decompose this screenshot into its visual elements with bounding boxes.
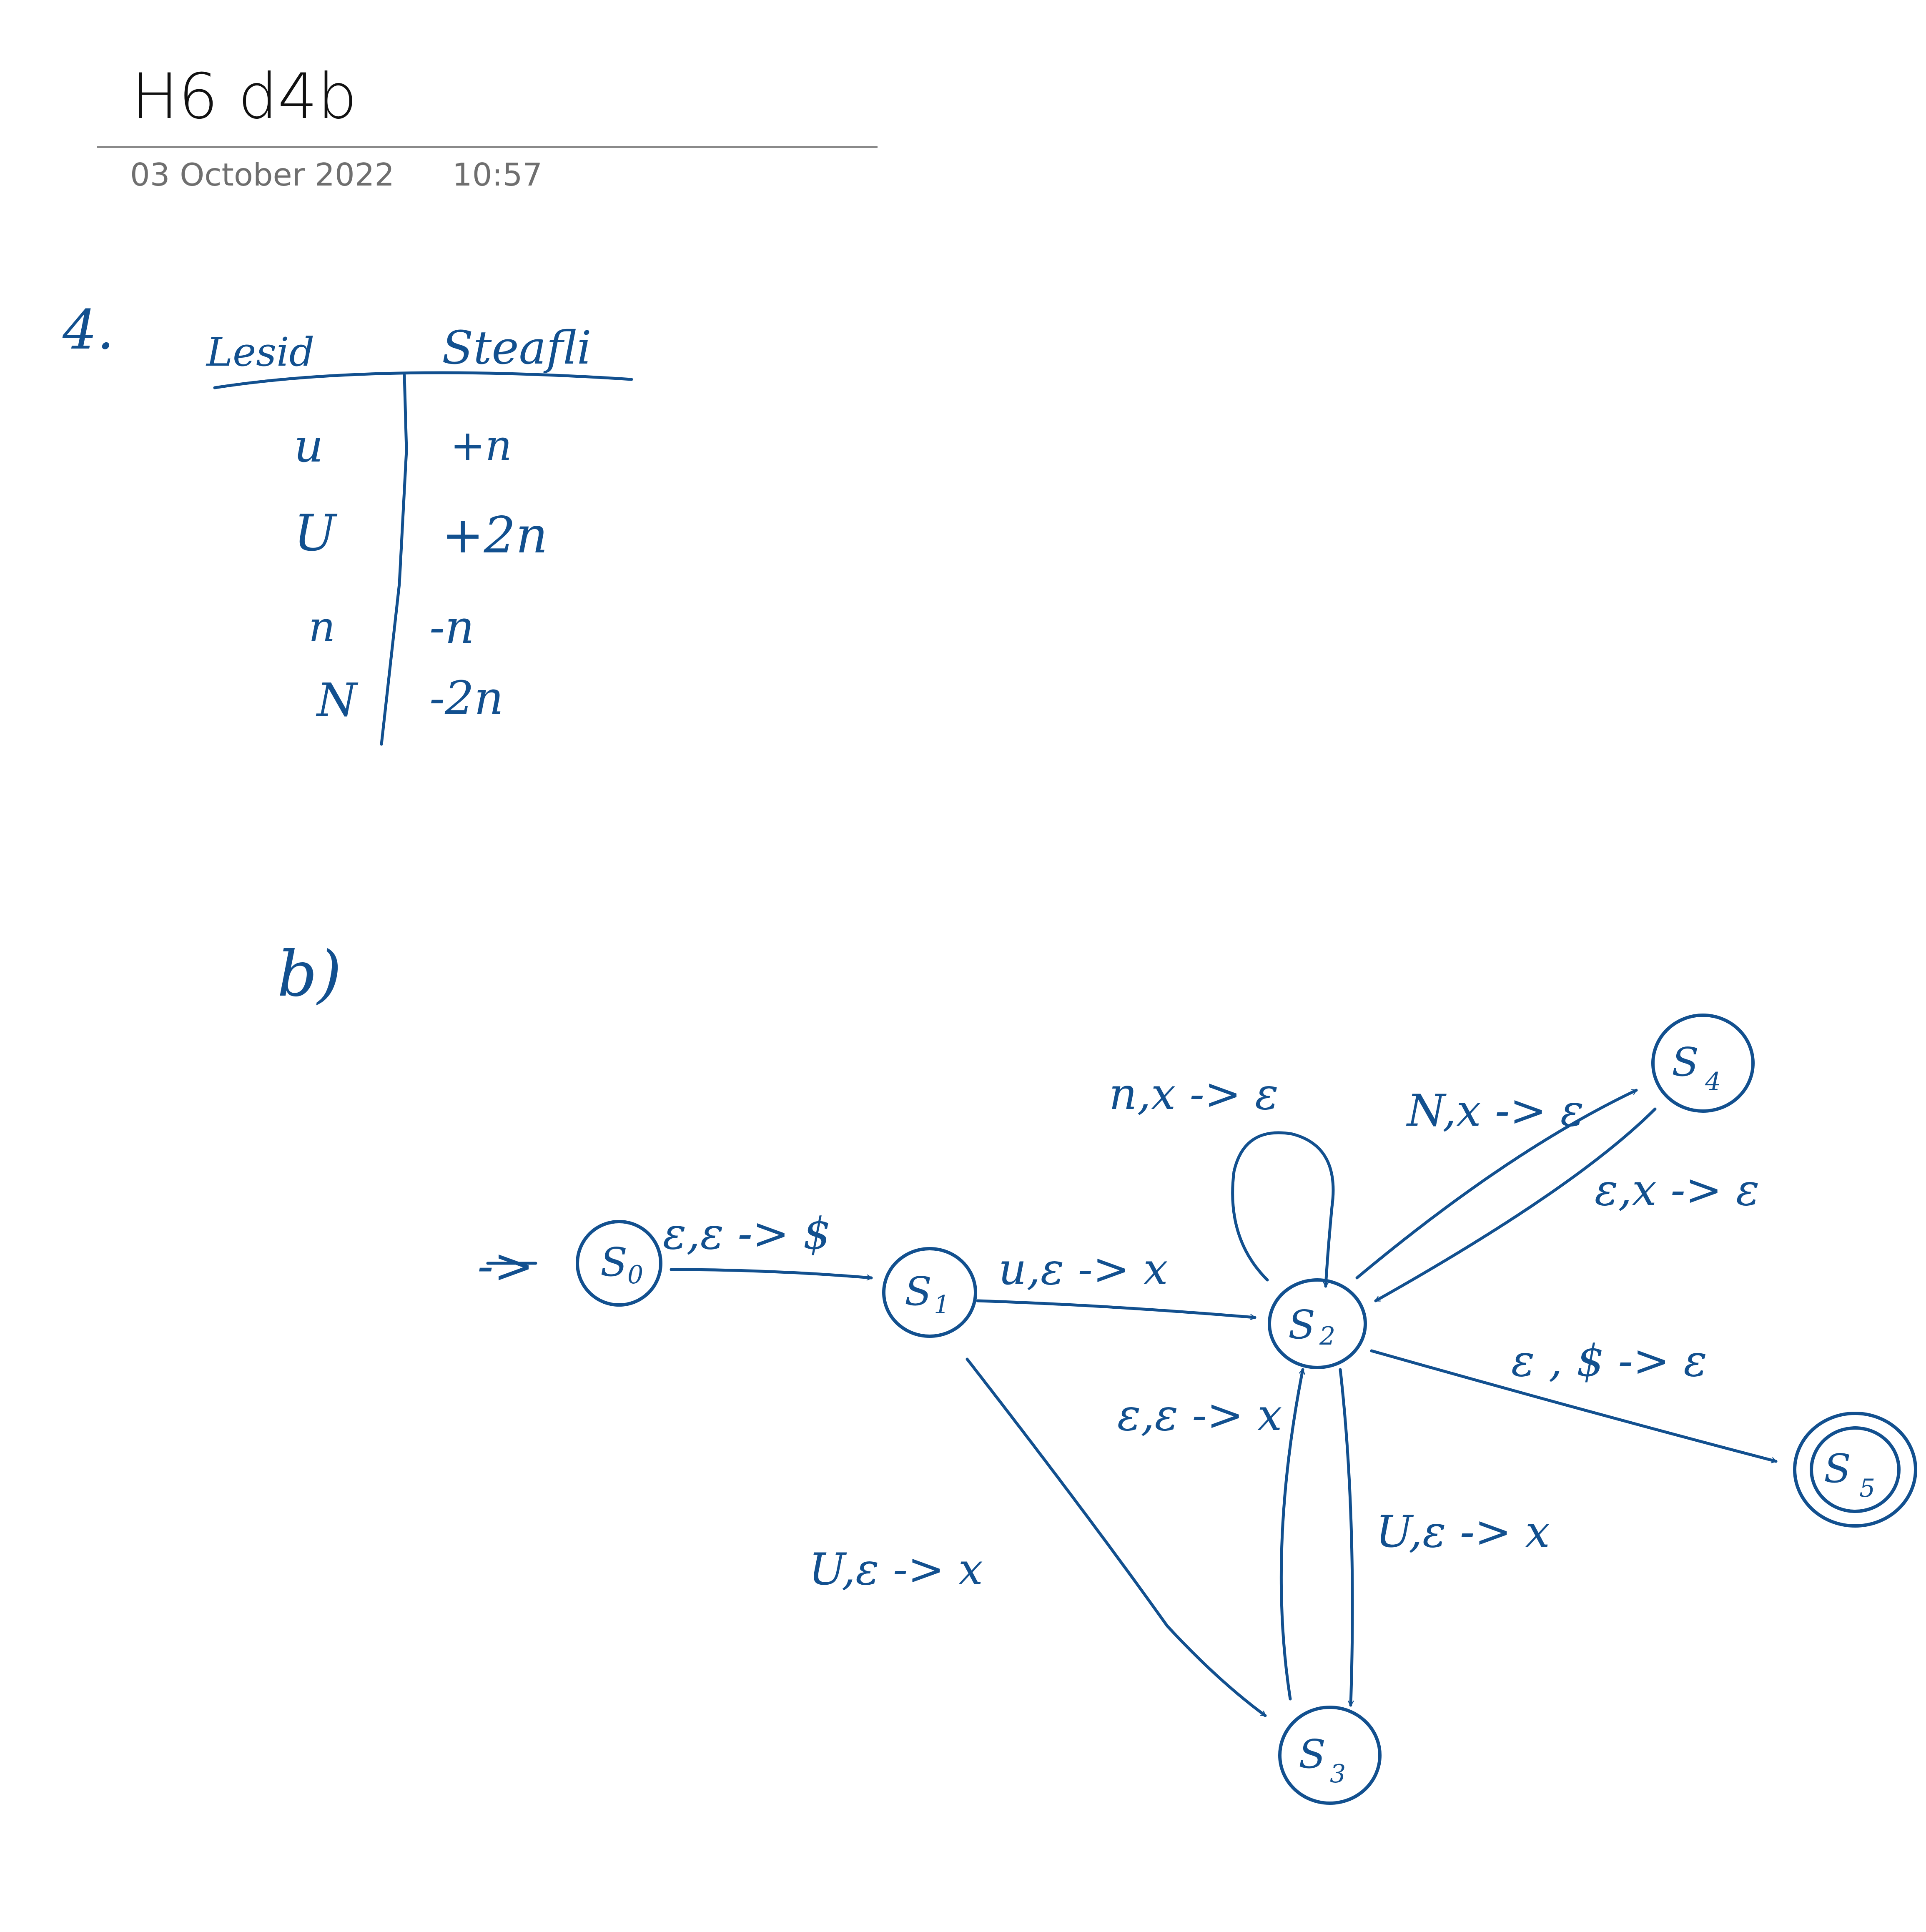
section-b-label: b) [277, 938, 342, 1011]
table-cell-steafli: +2n [442, 507, 548, 565]
table-header-lesid: Lesid [206, 329, 315, 375]
table-cell-steafli: -2n [429, 671, 504, 725]
state-label: S [905, 1269, 932, 1315]
state-subscript: 5 [1859, 1474, 1875, 1503]
table-cell-steafli: +n [450, 421, 512, 470]
page-title: H6 d4b [131, 60, 357, 133]
table-cell-lesid: N [317, 673, 357, 727]
edge-s1-s3 [966, 1357, 1267, 1717]
edge-label-s4-s2: ε,x -> ε [1595, 1164, 1760, 1215]
state-s0: S 0 [576, 1220, 662, 1307]
edge-label-s2-s4: N,x -> ε [1406, 1085, 1584, 1136]
table-cell-lesid: u [294, 419, 324, 472]
edge-s2-self-loop [1231, 1131, 1335, 1288]
edge-label-s2-s3: U,ε -> x [1376, 1506, 1550, 1557]
edge-label-s1-s2: u,ε -> x [998, 1244, 1168, 1295]
state-subscript: 1 [934, 1290, 950, 1320]
edge-label-s3-s2: ε,ε -> x [1117, 1390, 1282, 1440]
state-subscript: 0 [627, 1260, 643, 1290]
edge-s0-s1 [670, 1268, 873, 1278]
state-label: S [1299, 1731, 1326, 1777]
page-date: 03 October 2022 [130, 156, 395, 193]
table-header-steafli: Steafli [442, 321, 592, 374]
edge-s2-s3 [1339, 1368, 1354, 1707]
edge-s3-s2 [1279, 1368, 1303, 1701]
section-number: 4. [63, 298, 115, 361]
state-subscript: 4 [1705, 1067, 1721, 1096]
state-s1: S 1 [882, 1247, 977, 1338]
table-cell-lesid: U [294, 504, 336, 562]
state-s4: S 4 [1651, 1014, 1755, 1113]
edge-label-s2-loop: n,x -> ε [1109, 1069, 1279, 1119]
table-cell-steafli: -n [429, 600, 475, 654]
edge-s2-s5 [1370, 1349, 1778, 1461]
state-subscript: 3 [1330, 1759, 1346, 1789]
table-column-divider [380, 374, 408, 746]
state-s2: S 2 [1268, 1278, 1367, 1369]
state-label: S [1672, 1039, 1699, 1085]
edge-label-s1-s3: U,ε -> x [809, 1544, 983, 1595]
table-cell-lesid: n [308, 602, 336, 651]
state-label: S [1288, 1302, 1315, 1348]
start-arrow-label: -> [477, 1238, 534, 1294]
edge-s2-s4 [1355, 1089, 1638, 1280]
state-subscript: 2 [1319, 1322, 1335, 1351]
state-s3: S 3 [1278, 1706, 1382, 1805]
page-time: 10:57 [452, 156, 543, 193]
state-label: S [1824, 1446, 1851, 1492]
edge-s1-s2 [976, 1299, 1256, 1317]
edge-s4-s2 [1374, 1107, 1657, 1302]
state-label: S [600, 1239, 627, 1285]
edge-label-s0-s1: ε,ε -> $ [663, 1208, 831, 1259]
state-s5-accepting: S 5 [1793, 1412, 1917, 1528]
table-header-rule [213, 371, 633, 389]
title-divider [97, 146, 878, 148]
edge-label-s2-s5: ε , $ -> ε [1511, 1335, 1707, 1386]
